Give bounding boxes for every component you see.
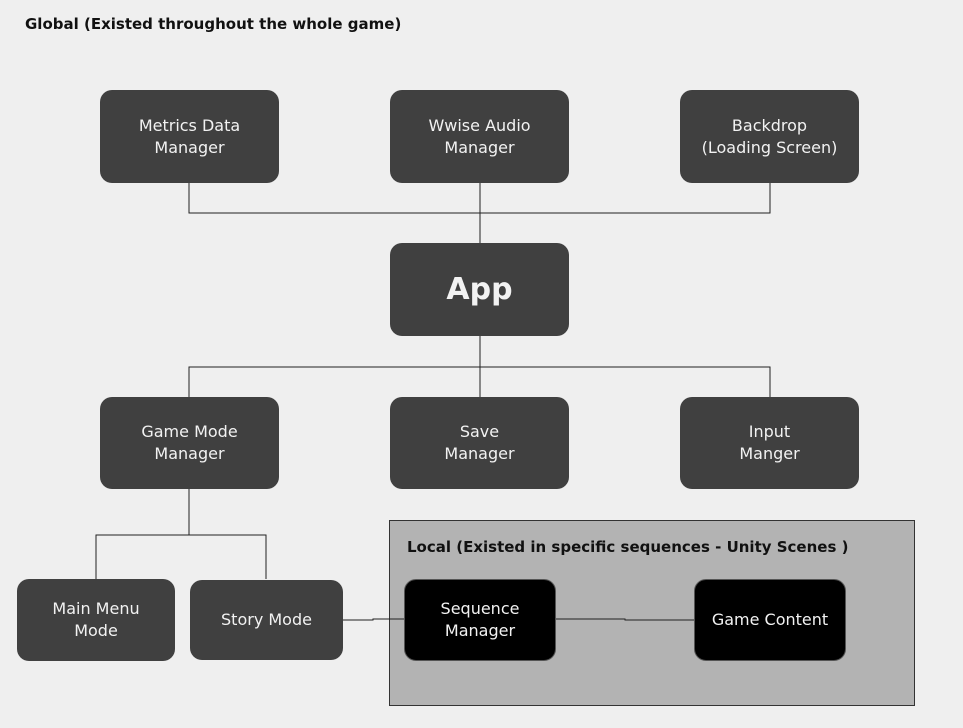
input-manager-node: Input Manger (680, 397, 859, 489)
connector-managers-bar (188, 366, 771, 397)
main-menu-mode-node: Main Menu Mode (17, 579, 175, 661)
wwise-audio-manager-node: Wwise Audio Manager (390, 90, 569, 183)
app-node: App (390, 243, 569, 336)
story-mode-node: Story Mode (190, 580, 343, 660)
game-content-node: Game Content (694, 579, 846, 661)
metrics-data-manager-node: Metrics Data Manager (100, 90, 279, 183)
backdrop-node: Backdrop (Loading Screen) (680, 90, 859, 183)
sequence-manager-node: Sequence Manager (404, 579, 556, 661)
local-title: Local (Existed in specific sequences - U… (407, 538, 849, 556)
connector-modes-bar (95, 534, 267, 579)
save-manager-node: Save Manager (390, 397, 569, 489)
global-title: Global (Existed throughout the whole gam… (25, 15, 402, 33)
game-mode-manager-node: Game Mode Manager (100, 397, 279, 489)
connector-story-sequence (343, 618, 404, 621)
connector-sequence-content (556, 618, 694, 621)
